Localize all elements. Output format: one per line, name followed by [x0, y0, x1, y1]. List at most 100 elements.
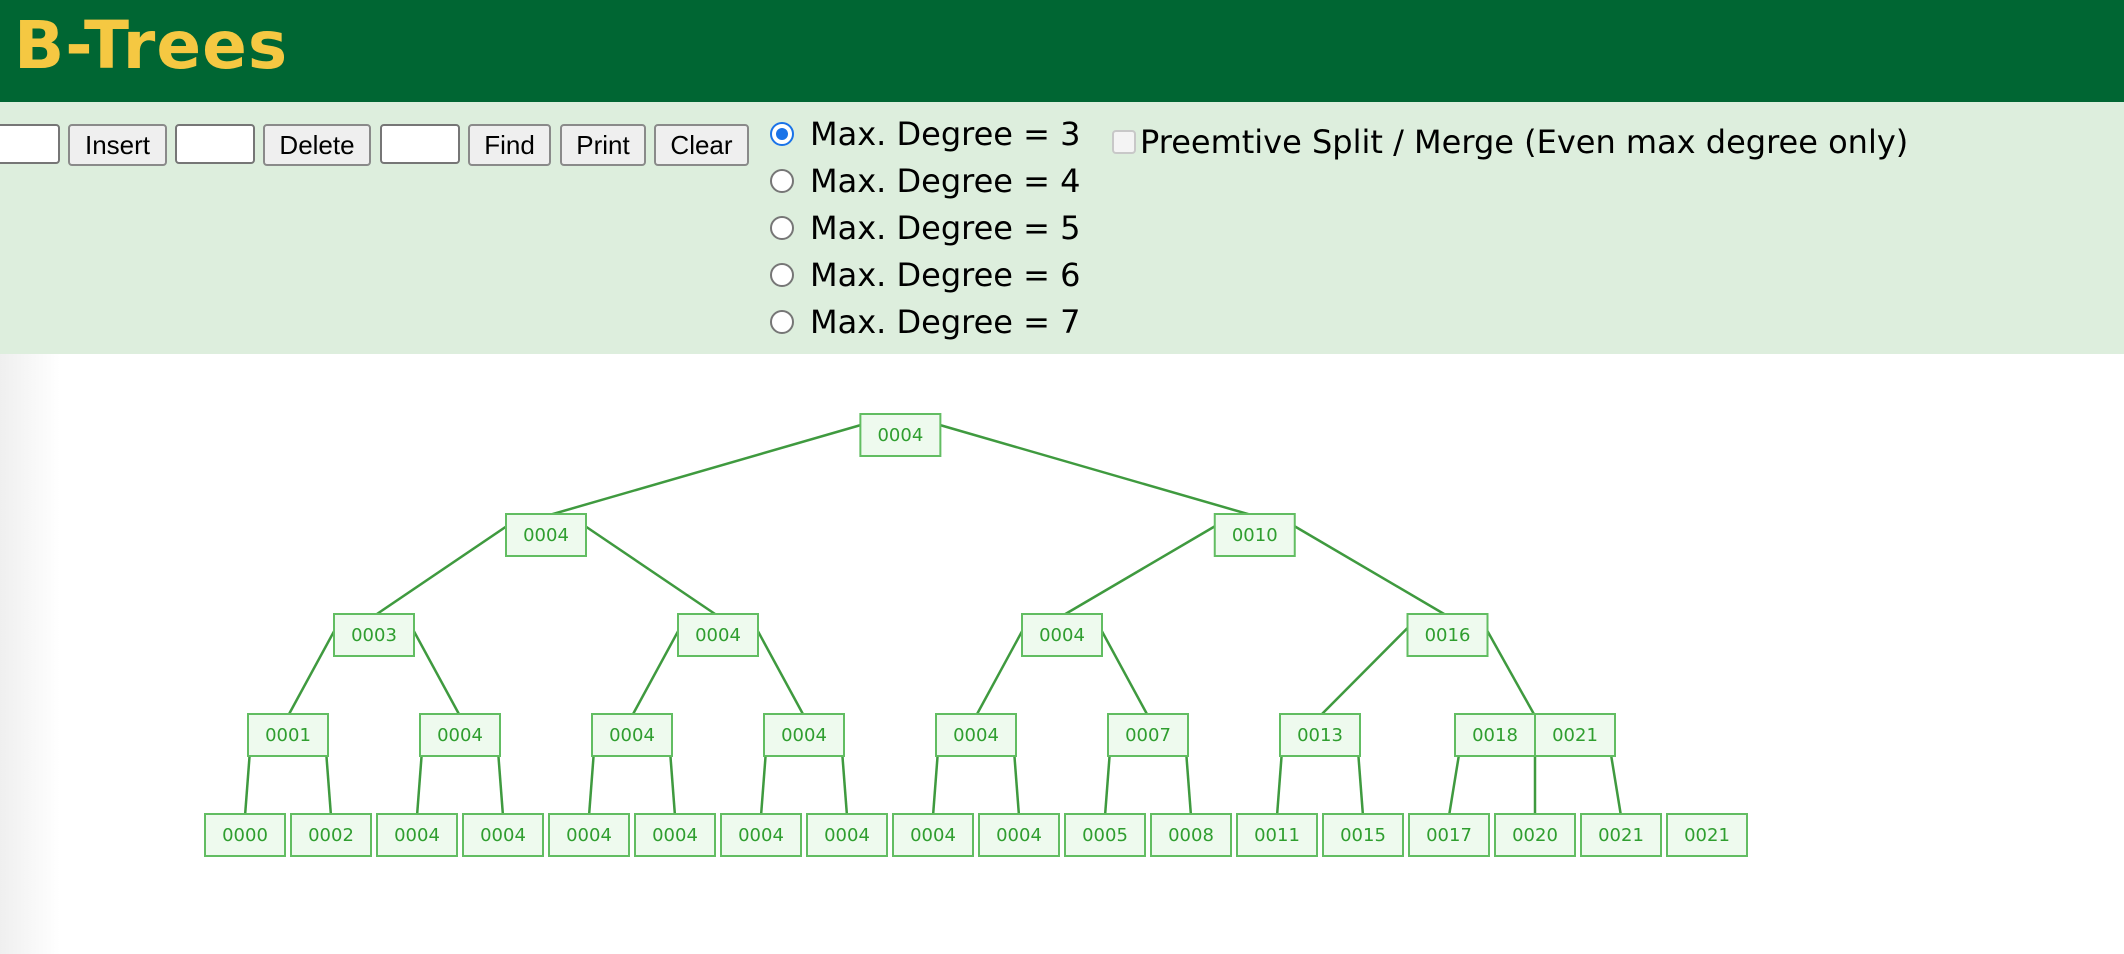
tree-edge: [581, 522, 719, 618]
tree-node-cell: [859, 413, 942, 457]
tree-node-cell: [1494, 813, 1576, 857]
degree-radio[interactable]: [770, 263, 794, 287]
tree-node-cell: [376, 813, 458, 857]
degree-option-5[interactable]: Max. Degree = 5: [770, 208, 1080, 248]
tree-node-cell: [290, 813, 372, 857]
tree-node-cell: [419, 713, 501, 757]
tree-node: 0020: [1494, 813, 1576, 857]
tree-node-key: 0004: [738, 825, 784, 846]
tree-node-cell: [247, 713, 329, 757]
preemptive-split-label: Preemtive Split / Merge (Even max degree…: [1140, 123, 1909, 161]
degree-option-7[interactable]: Max. Degree = 7: [770, 302, 1080, 342]
tree-node-key: 0004: [566, 825, 612, 846]
preemptive-split-checkbox[interactable]: [1112, 130, 1136, 154]
tree-node-cell: [1580, 813, 1662, 857]
degree-label: Max. Degree = 5: [810, 209, 1081, 247]
tree-node-key: 0004: [996, 825, 1042, 846]
tree-node: 0004: [763, 713, 845, 757]
tree-node-key: 0007: [1125, 725, 1171, 746]
degree-radio[interactable]: [770, 122, 794, 146]
tree-edge: [974, 623, 1028, 717]
tree-node-cell: [1107, 713, 1189, 757]
tree-node-cell: [1279, 713, 1361, 757]
tree-node: 0003: [333, 613, 415, 657]
insert-input[interactable]: [0, 124, 60, 164]
tree-node: 0000: [204, 813, 286, 857]
degree-label: Max. Degree = 4: [810, 162, 1081, 200]
tree-node: 0010: [1213, 513, 1296, 557]
tree-node: 0001: [247, 713, 329, 757]
tree-node: 0004: [935, 713, 1017, 757]
degree-label: Max. Degree = 3: [810, 115, 1081, 153]
tree-node-key: 0004: [781, 725, 827, 746]
find-button[interactable]: Find: [468, 124, 551, 166]
canvas-edge-shade: [0, 354, 60, 954]
tree-node-key: 0001: [265, 725, 311, 746]
tree-node: 0021: [1580, 813, 1662, 857]
tree-node: 0004: [720, 813, 802, 857]
degree-radio[interactable]: [770, 216, 794, 240]
preemptive-split-option[interactable]: Preemtive Split / Merge (Even max degree…: [1112, 122, 1908, 162]
tree-node: 0004: [634, 813, 716, 857]
tree-node-key: 0021: [1598, 825, 1644, 846]
tree-node-cell: [1021, 613, 1103, 657]
tree-node-key: 0018: [1472, 725, 1518, 746]
tree-edge: [1061, 522, 1220, 618]
tree-node-key: 0013: [1297, 725, 1343, 746]
tree-node-cell: [720, 813, 802, 857]
degree-label: Max. Degree = 7: [810, 303, 1081, 341]
tree-node-cell: [1064, 813, 1146, 857]
delete-input[interactable]: [175, 124, 255, 164]
tree-node-key: 0004: [824, 825, 870, 846]
tree-node-key: 0005: [1082, 825, 1128, 846]
tree-node: 0007: [1107, 713, 1189, 757]
find-input[interactable]: [380, 124, 460, 164]
tree-edge: [1482, 623, 1537, 717]
degree-radio[interactable]: [770, 169, 794, 193]
tree-node-key: 0021: [1552, 725, 1598, 746]
print-button[interactable]: Print: [560, 124, 646, 166]
clear-button[interactable]: Clear: [654, 124, 749, 166]
tree-edge: [545, 422, 865, 518]
tree-node-cell: [1236, 813, 1318, 857]
tree-node-key: 0004: [437, 725, 483, 746]
tree-node: 0018 0021: [1454, 713, 1616, 757]
tree-node-key: 0002: [308, 825, 354, 846]
tree-node-cell: [935, 713, 1017, 757]
tree-node-key: 0004: [394, 825, 440, 846]
insert-button[interactable]: Insert: [68, 124, 167, 166]
degree-radio[interactable]: [770, 310, 794, 334]
tree-node-cell: [1666, 813, 1748, 857]
tree-node: 0004: [376, 813, 458, 857]
tree-node-cell: [677, 613, 759, 657]
degree-label: Max. Degree = 6: [810, 256, 1081, 294]
tree-node: 0004: [1021, 613, 1103, 657]
tree-node-cell: [462, 813, 544, 857]
tree-node: 0008: [1150, 813, 1232, 857]
tree-node-cell: [1406, 613, 1489, 657]
tree-node-cell: [1322, 813, 1404, 857]
tree-node-key: 0020: [1512, 825, 1558, 846]
tree-edge: [286, 623, 340, 717]
tree-node-key: 0004: [877, 425, 923, 446]
tree-node-cell: [591, 713, 673, 757]
tree-node: 0004: [591, 713, 673, 757]
degree-option-3[interactable]: Max. Degree = 3: [770, 114, 1080, 154]
tree-node-key: 0004: [910, 825, 956, 846]
tree-node-cell: [505, 513, 587, 557]
delete-button[interactable]: Delete: [263, 124, 371, 166]
tree-node-cell: [763, 713, 845, 757]
tree-node: 0017: [1408, 813, 1490, 857]
tree-node-key: 0004: [953, 725, 999, 746]
tree-node-cell: [806, 813, 888, 857]
tree-node: 0004: [419, 713, 501, 757]
tree-node-cell: [634, 813, 716, 857]
tree-node-cell: [978, 813, 1060, 857]
tree-node: 0015: [1322, 813, 1404, 857]
degree-option-6[interactable]: Max. Degree = 6: [770, 255, 1080, 295]
tree-node: 0004: [806, 813, 888, 857]
tree-node-key: 0004: [523, 525, 569, 546]
tree-node: 0004: [978, 813, 1060, 857]
tree-node: 0011: [1236, 813, 1318, 857]
degree-option-4[interactable]: Max. Degree = 4: [770, 161, 1080, 201]
